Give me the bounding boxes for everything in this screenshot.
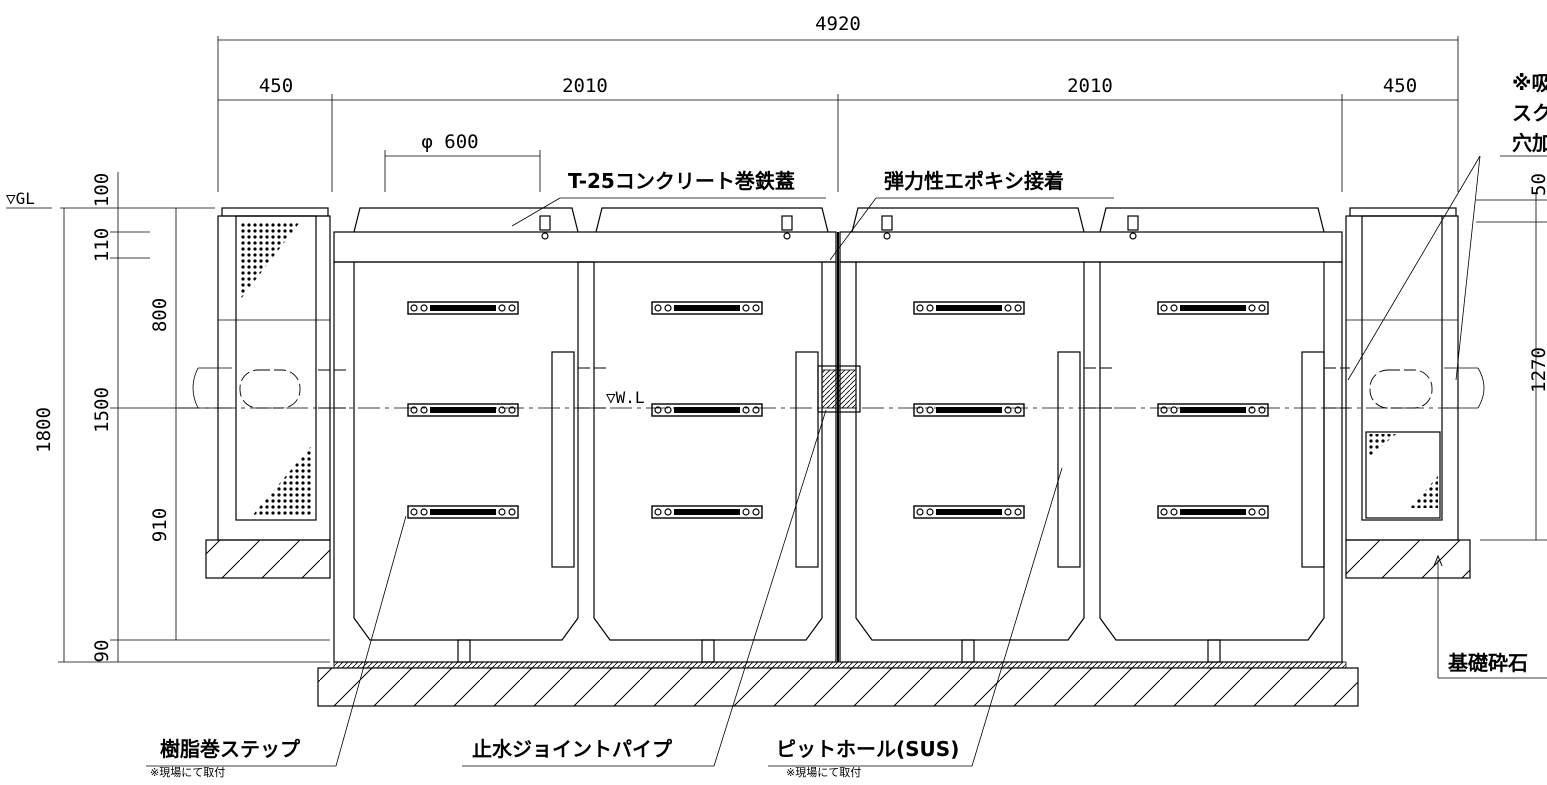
ladder-steps xyxy=(407,301,1269,519)
label-step: 樹脂巻ステップ ※現場にて取付 xyxy=(146,515,407,779)
dim-tank2: 2010 xyxy=(1067,75,1113,97)
dim-total-height: 1800 xyxy=(33,407,55,453)
cover-right-2 xyxy=(1099,207,1325,233)
label-epoxy-text: 弾力性エポキシ接着 xyxy=(884,169,1064,193)
lift-hooks xyxy=(539,215,1139,240)
dim-right-end: 450 xyxy=(1383,75,1417,97)
label-epoxy: 弾力性エポキシ接着 xyxy=(829,169,1114,261)
label-pit-hole-text: ピットホール(SUS) xyxy=(776,737,959,761)
right-footing xyxy=(1345,539,1471,579)
dimension-overall: 4920 xyxy=(217,13,1459,192)
dim-right-top: 50 xyxy=(1528,173,1547,196)
label-right-note: ※吸 スク 穴加 xyxy=(1347,71,1547,381)
label-pit-hole: ピットホール(SUS) ※現場にて取付 xyxy=(768,467,1063,779)
dim-wall-height: 1500 xyxy=(91,387,113,433)
label-step-text: 樹脂巻ステップ xyxy=(160,737,301,761)
step-rung xyxy=(651,505,763,519)
left-footing xyxy=(205,539,331,579)
step-rung xyxy=(407,301,519,315)
left-end-box xyxy=(192,207,350,541)
water-level-line: ▽W.L xyxy=(178,388,1458,409)
label-cover-text: T-25コンクリート巻鉄蓋 xyxy=(568,169,795,193)
right-end-box xyxy=(1345,207,1485,541)
foundation-slab xyxy=(205,539,1471,707)
step-rung xyxy=(407,505,519,519)
step-rung xyxy=(913,505,1025,519)
dim-slab: 110 xyxy=(91,228,113,262)
step-rung xyxy=(913,403,1025,417)
tank-right xyxy=(839,207,1350,663)
label-foundation: 基礎砕石 xyxy=(1433,554,1547,679)
step-rung xyxy=(1157,403,1269,417)
step-rung xyxy=(913,301,1025,315)
water-level-marker: ▽W.L xyxy=(606,388,645,407)
cover-left-1 xyxy=(353,207,579,233)
ground-level-marker: ▽GL xyxy=(6,189,35,208)
dimension-cover: φ 600 xyxy=(384,131,541,192)
dim-gl-offset: 100 xyxy=(91,173,113,207)
note-right-line3: 穴加 xyxy=(1512,131,1547,155)
label-joint-pipe: 止水ジョイントパイプ xyxy=(462,409,827,767)
step-rung xyxy=(407,403,519,417)
cover-right-1 xyxy=(851,207,1085,233)
dimension-right-vertical: 50 1270 xyxy=(1476,173,1547,541)
dimension-left-vertical: ▽GL 100 110 800 1500 1800 910 90 xyxy=(6,172,330,662)
dim-tank1: 2010 xyxy=(562,75,608,97)
step-rung xyxy=(1157,505,1269,519)
label-cover: T-25コンクリート巻鉄蓋 xyxy=(511,169,826,227)
note-right-line1: ※吸 xyxy=(1512,71,1547,95)
step-rung xyxy=(1157,301,1269,315)
label-foundation-text: 基礎砕石 xyxy=(1448,651,1528,675)
dim-overall-width: 4920 xyxy=(815,13,861,35)
joint-pipe xyxy=(817,232,861,662)
label-joint-pipe-text: 止水ジョイントパイプ xyxy=(472,737,673,761)
dim-upper: 800 xyxy=(149,298,171,332)
dim-cover-diameter: φ 600 xyxy=(421,131,478,153)
step-rung xyxy=(651,403,763,417)
dim-base: 90 xyxy=(91,640,113,663)
dim-lower: 910 xyxy=(149,508,171,542)
tank-left xyxy=(333,207,837,663)
dim-right-height: 1270 xyxy=(1528,347,1547,393)
note-right-line2: スク xyxy=(1512,101,1547,125)
step-rung xyxy=(651,301,763,315)
dimension-segments: 450 2010 2010 450 xyxy=(218,75,1458,192)
label-pit-note: ※現場にて取付 xyxy=(786,766,861,779)
label-step-note: ※現場にて取付 xyxy=(150,766,225,779)
dim-left-end: 450 xyxy=(259,75,293,97)
cover-left-2 xyxy=(595,207,829,233)
